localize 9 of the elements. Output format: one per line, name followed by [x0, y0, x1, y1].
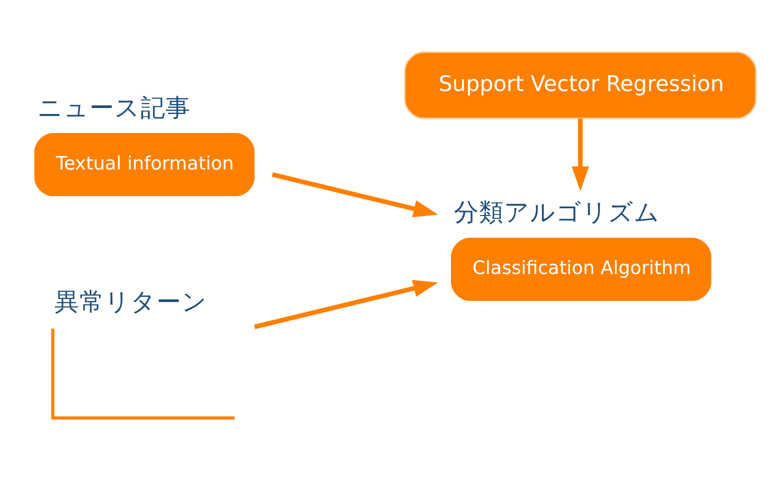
- node-label: ニュース記事: [37, 92, 190, 122]
- node-box: Classification Algorithm: [450, 238, 712, 301]
- node-label: 分類アルゴリズム: [454, 198, 660, 227]
- arrow: [254, 280, 438, 330]
- arrow: [572, 118, 589, 192]
- arrow: [272, 172, 438, 218]
- node-box: Support Vector Regression: [404, 51, 757, 120]
- node-box: Textual information: [34, 133, 255, 196]
- node-text: 異常リターン: [54, 286, 208, 316]
